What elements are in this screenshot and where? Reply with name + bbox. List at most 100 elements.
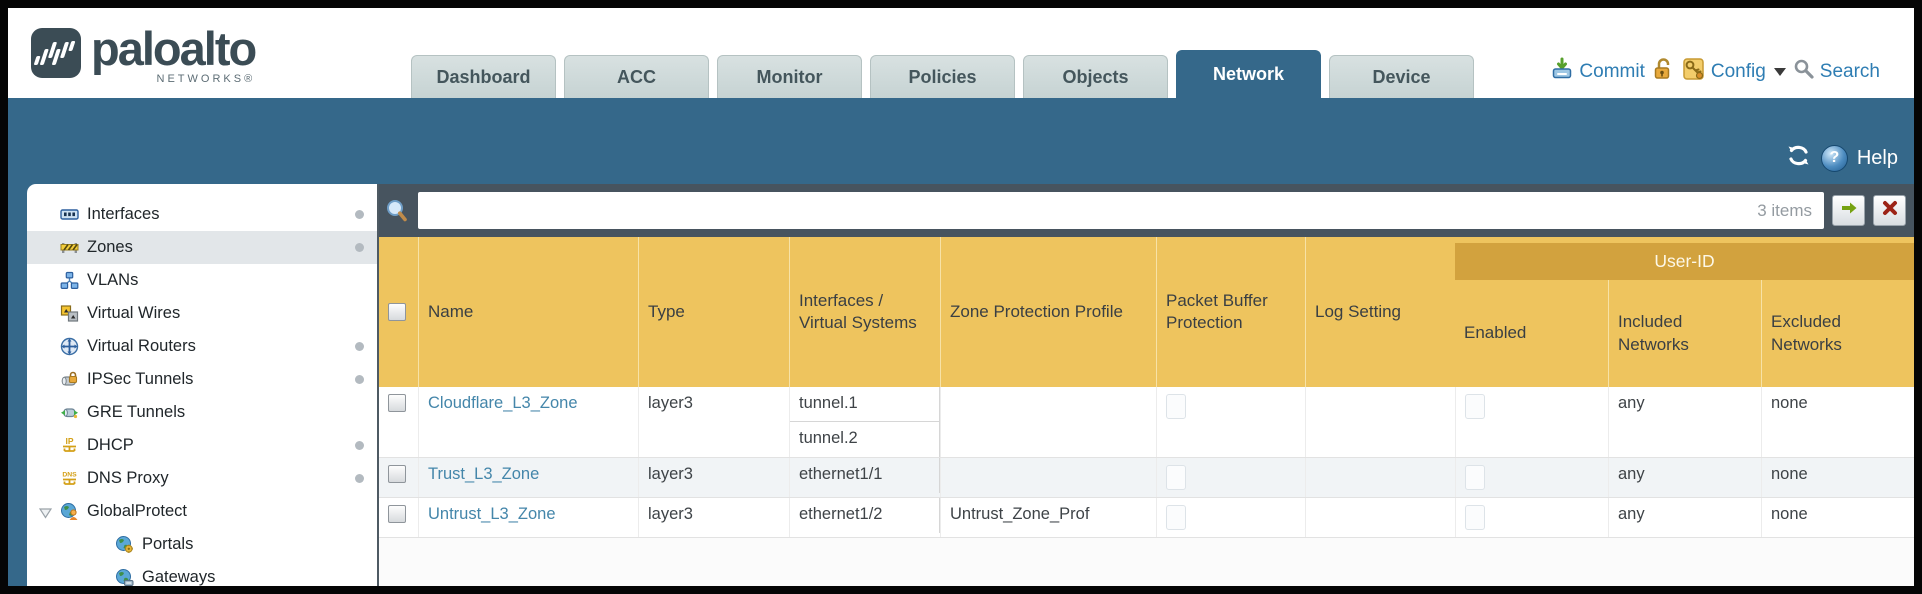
tab-monitor[interactable]: Monitor xyxy=(717,55,862,98)
col-header-log-setting[interactable]: Log Setting xyxy=(1305,237,1455,387)
sidebar-item-vlans[interactable]: VLANs xyxy=(27,264,377,297)
packet-buffer-checkbox[interactable] xyxy=(1166,394,1186,419)
sidebar-item-virtual-wires[interactable]: Virtual Wires xyxy=(27,297,377,330)
user-id-enabled-checkbox[interactable] xyxy=(1465,505,1485,530)
sidebar-item-ipsec-tunnels[interactable]: IPSec Tunnels xyxy=(27,363,377,396)
commit-button[interactable]: Commit xyxy=(1550,57,1645,87)
teal-band: ? Help xyxy=(8,98,1914,184)
zone-protection-profile-cell: Untrust_Zone_Prof xyxy=(940,498,1156,537)
sidebar-item-globalprotect[interactable]: GlobalProtect xyxy=(27,495,377,528)
sidebar-item-label: Zones xyxy=(87,238,133,256)
expander-triangle-icon[interactable] xyxy=(38,505,53,519)
apply-filter-button[interactable] xyxy=(1832,195,1865,226)
brand-name: paloalto xyxy=(91,22,257,75)
row-checkbox[interactable] xyxy=(388,394,406,412)
log-setting-cell xyxy=(1305,387,1455,457)
user-id-enabled-cell xyxy=(1455,498,1608,537)
filter-search-icon[interactable] xyxy=(384,198,410,224)
col-header-included-networks[interactable]: Included Networks xyxy=(1608,280,1761,387)
help-icon[interactable]: ? xyxy=(1820,144,1848,172)
included-networks-cell: any xyxy=(1608,387,1761,457)
sidebar-item-label: GRE Tunnels xyxy=(87,403,186,421)
packet-buffer-checkbox[interactable] xyxy=(1166,465,1186,490)
user-id-enabled-checkbox[interactable] xyxy=(1465,394,1485,419)
paloalto-logo-text: paloalto NETWORKS® xyxy=(91,22,257,84)
col-header-type[interactable]: Type xyxy=(638,237,789,387)
tab-network[interactable]: Network xyxy=(1176,50,1321,98)
user-id-group-header: User-ID xyxy=(1455,243,1914,280)
ipsec-tunnels-icon xyxy=(60,370,79,389)
row-select-cell xyxy=(379,498,418,537)
search-icon xyxy=(1793,58,1815,86)
included-networks-cell: any xyxy=(1608,458,1761,497)
row-checkbox[interactable] xyxy=(388,505,406,523)
filter-input-wrap: 3 items xyxy=(418,192,1824,229)
tab-device[interactable]: Device xyxy=(1329,55,1474,98)
user-id-subcolumns: Enabled Included Networks Excluded Netwo… xyxy=(1455,280,1914,387)
sidebar-item-interfaces[interactable]: Interfaces xyxy=(27,198,377,231)
help-label: Help xyxy=(1856,146,1898,169)
sidebar-item-gre-tunnels[interactable]: GRE Tunnels xyxy=(27,396,377,429)
sidebar-item-portals[interactable]: Portals xyxy=(27,528,377,561)
clear-filter-button[interactable] xyxy=(1873,195,1906,226)
user-id-enabled-cell xyxy=(1455,387,1608,457)
tab-acc[interactable]: ACC xyxy=(564,55,709,98)
col-header-interfaces[interactable]: Interfaces / Virtual Systems xyxy=(789,237,940,387)
sidebar-item-dns-proxy[interactable]: DNS DNS Proxy xyxy=(27,462,377,495)
col-header-zone-protection-profile[interactable]: Zone Protection Profile xyxy=(940,237,1156,387)
tab-dashboard[interactable]: Dashboard xyxy=(411,55,556,98)
sidebar-item-label: GlobalProtect xyxy=(87,502,187,520)
filter-bar: 3 items xyxy=(379,184,1914,237)
zone-type-cell: layer3 xyxy=(638,458,789,497)
global-search-button[interactable]: Search xyxy=(1793,58,1880,86)
excluded-networks-cell: none xyxy=(1761,458,1914,497)
zone-interfaces-cell: ethernet1/1 xyxy=(789,458,940,497)
table-row: Cloudflare_L3_Zone layer3 tunnel.1 tunne… xyxy=(379,387,1914,458)
dhcp-icon: IP xyxy=(60,436,79,455)
zone-name-link[interactable]: Untrust_L3_Zone xyxy=(428,505,556,523)
user-id-enabled-checkbox[interactable] xyxy=(1465,465,1485,490)
sidebar-item-gateways[interactable]: Gateways xyxy=(27,561,377,586)
log-setting-cell xyxy=(1305,458,1455,497)
select-all-checkbox[interactable] xyxy=(388,303,406,321)
globalprotect-icon xyxy=(60,502,79,521)
band-right-controls: ? Help xyxy=(1785,143,1898,173)
network-sidebar: Interfaces Zones VLANs Vir xyxy=(27,184,379,586)
svg-text:IP: IP xyxy=(65,436,73,446)
row-select-cell xyxy=(379,458,418,497)
row-checkbox[interactable] xyxy=(388,465,406,483)
config-label: Config xyxy=(1710,61,1766,82)
packet-buffer-checkbox[interactable] xyxy=(1166,505,1186,530)
red-x-icon xyxy=(1882,200,1898,221)
interface-subcell: ethernet1/2 xyxy=(790,498,940,533)
sidebar-item-virtual-routers[interactable]: Virtual Routers xyxy=(27,330,377,363)
col-header-enabled[interactable]: Enabled xyxy=(1464,323,1527,343)
col-header-packet-buffer-protection[interactable]: Packet Buffer Protection xyxy=(1156,237,1305,387)
config-menu-button[interactable]: Config xyxy=(1681,57,1786,87)
zone-name-link[interactable]: Trust_L3_Zone xyxy=(428,465,540,483)
sidebar-item-zones[interactable]: Zones xyxy=(27,231,377,264)
config-icon xyxy=(1681,57,1706,87)
zones-icon xyxy=(60,238,79,257)
commit-icon xyxy=(1550,57,1574,87)
packet-buffer-protection-cell xyxy=(1156,498,1305,537)
col-header-name[interactable]: Name xyxy=(418,237,638,387)
interface-subcell: tunnel.1 xyxy=(790,387,940,422)
zone-name-link[interactable]: Cloudflare_L3_Zone xyxy=(428,394,578,412)
sidebar-item-label: Interfaces xyxy=(87,205,160,223)
sidebar-item-label: VLANs xyxy=(87,271,139,289)
sidebar-item-dhcp[interactable]: IP DHCP xyxy=(27,429,377,462)
commit-label: Commit xyxy=(1579,61,1645,82)
tab-objects[interactable]: Objects xyxy=(1023,55,1168,98)
interface-subcell: ethernet1/1 xyxy=(790,458,940,493)
zones-table-header: Name Type Interfaces / Virtual Systems Z… xyxy=(379,237,1914,387)
lock-icon[interactable] xyxy=(1652,57,1674,87)
top-bar: paloalto NETWORKS® Dashboard ACC Monitor… xyxy=(8,8,1914,98)
paloalto-logo: paloalto NETWORKS® xyxy=(30,22,257,85)
col-header-excluded-networks[interactable]: Excluded Networks xyxy=(1761,280,1914,387)
zone-filter-input[interactable] xyxy=(418,201,1758,220)
paloalto-logo-icon xyxy=(30,27,82,79)
search-label: Search xyxy=(1819,61,1880,82)
tab-policies[interactable]: Policies xyxy=(870,55,1015,98)
refresh-icon[interactable] xyxy=(1785,143,1812,173)
